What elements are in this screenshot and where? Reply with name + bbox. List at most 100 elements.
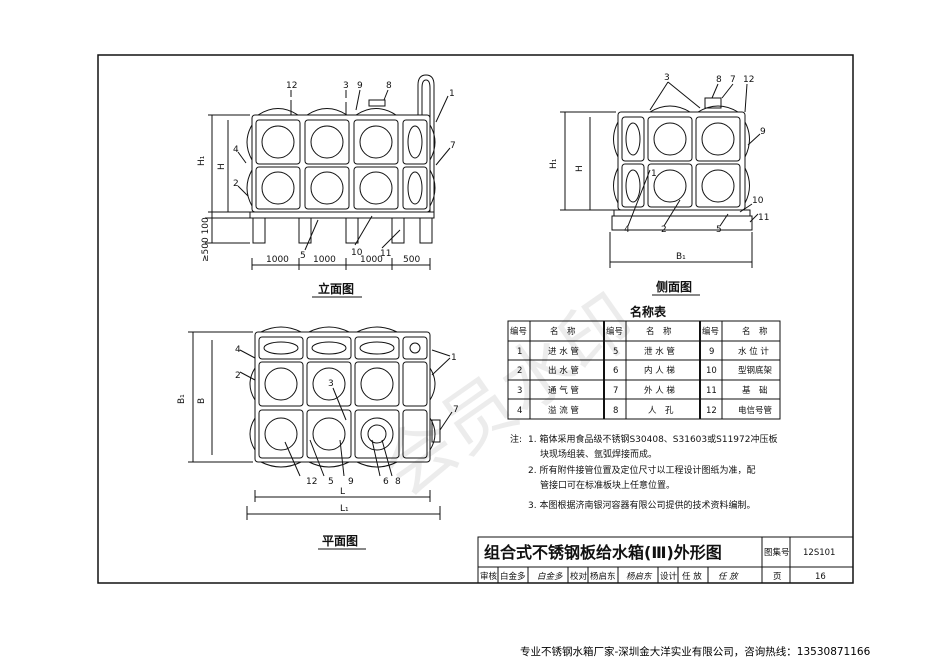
page-label: 页 [773, 572, 782, 582]
plan-callouts: 4 2 1 3 7 12 5 9 6 8 B₁ B L L₁ 平面图 [177, 345, 459, 550]
plan-callout-2: 2 [235, 371, 241, 381]
callout-11: 11 [380, 249, 391, 259]
dim-1000-a: 1000 [266, 255, 289, 265]
callout-7: 7 [450, 141, 456, 151]
plan-dim-l: L [340, 487, 345, 497]
dim-1000-b: 1000 [313, 255, 336, 265]
side-callout-10: 10 [752, 196, 764, 206]
callout-5: 5 [300, 251, 306, 261]
side-callout-5: 5 [716, 225, 722, 235]
plan-callout-5: 5 [328, 477, 334, 487]
cell: 内 人 梯 [644, 365, 675, 376]
th-no-3: 编号 [702, 326, 719, 337]
cell: 9 [709, 347, 714, 357]
cell: 11 [706, 386, 717, 396]
side-view [560, 81, 761, 268]
th-no-1: 编号 [510, 326, 527, 337]
side-callouts: 3 8 7 12 9 1 4 2 5 10 11 H₁ H B₁ 侧面图 [549, 73, 769, 296]
reviewer-signature: 白金多 [537, 571, 563, 582]
table-row: 1 进 水 管 5 泄 水 管 9 水 位 计 [517, 346, 769, 357]
callout-3: 3 [343, 81, 349, 91]
side-callout-8: 8 [716, 75, 722, 85]
cell: 出 水 管 [548, 365, 579, 376]
cell: 5 [613, 347, 618, 357]
table-row: 2 出 水 管 6 内 人 梯 10 型钢底架 [517, 365, 773, 376]
note-line: 1. 箱体采用食品级不锈钢S30408、S31603或S11972冲压板 [528, 433, 777, 445]
cell: 2 [517, 366, 522, 376]
name-table-title: 名称表 [630, 304, 667, 319]
notes-prefix: 注: [510, 433, 522, 445]
th-name-2: 名 称 [646, 326, 672, 337]
title-block-text: 组合式不锈钢板给水箱(Ⅲ)外形图 图集号 12S101 审核 白金多 白金多 校… [480, 543, 835, 582]
side-callout-1: 1 [651, 169, 657, 179]
plan-callout-7: 7 [453, 405, 459, 415]
cell: 7 [613, 386, 618, 396]
callout-4: 4 [233, 145, 239, 155]
cell: 电信号管 [738, 405, 772, 416]
side-callout-12: 12 [743, 75, 754, 85]
drawing-title: 组合式不锈钢板给水箱(Ⅲ)外形图 [484, 543, 722, 562]
plan-view [188, 326, 453, 520]
side-dim-h: H [575, 165, 585, 172]
plan-dim-b: B [197, 398, 207, 404]
checker-name: 杨启东 [590, 571, 616, 582]
side-callout-7: 7 [730, 75, 736, 85]
side-callout-4: 4 [624, 225, 630, 235]
cell: 基 础 [742, 385, 768, 396]
side-callout-11: 11 [758, 213, 769, 223]
plan-callout-6: 6 [383, 477, 389, 487]
th-name-1: 名 称 [550, 326, 576, 337]
note-line: 2. 所有附件接管位置及定位尺寸以工程设计图纸为准，配 [528, 464, 755, 476]
cell: 溢 流 管 [548, 405, 579, 416]
cell: 型钢底架 [738, 365, 773, 376]
cell: 水 位 计 [738, 346, 769, 357]
title-block [477, 536, 854, 584]
drawing-border [97, 54, 854, 584]
elevation-title: 立面图 [318, 281, 354, 296]
footer-contact: 专业不锈钢水箱厂家-深圳金大洋实业有限公司，咨询热线：13530871166 [520, 646, 871, 658]
side-callout-9: 9 [760, 127, 766, 137]
page-number: 16 [815, 572, 826, 582]
callout-12: 12 [286, 81, 297, 91]
cell: 通 气 管 [548, 385, 579, 396]
watermark: 会员水印 [366, 278, 650, 512]
callout-8: 8 [386, 81, 392, 91]
cell: 8 [613, 406, 618, 416]
note-line: 块现场组装、氩弧焊接而成。 [540, 448, 657, 460]
name-table-header: 编号 名 称 编号 名 称 编号 名 称 [510, 326, 768, 337]
design-label: 设计 [660, 571, 678, 582]
cell: 泄 水 管 [644, 346, 675, 357]
elevation-view [205, 74, 451, 270]
plan-title: 平面图 [322, 534, 358, 548]
dim-base: ≥500 100 [201, 217, 211, 262]
cell: 进 水 管 [548, 346, 579, 357]
plan-callout-9: 9 [348, 477, 354, 487]
plan-callout-3: 3 [328, 379, 334, 389]
reviewer-name: 白金多 [500, 571, 526, 582]
plan-dim-b1: B₁ [177, 394, 187, 404]
designer-signature: 任 放 [718, 571, 739, 582]
elevation-callouts: 12 3 9 8 1 4 2 7 5 10 11 1000 1000 1000 … [197, 81, 456, 298]
check-label: 校对 [570, 571, 588, 582]
dim-1000-c: 1000 [360, 255, 383, 265]
cell: 4 [517, 406, 522, 416]
checker-signature: 杨启东 [626, 571, 653, 582]
cell: 人 孔 [648, 406, 674, 416]
callout-9: 9 [357, 81, 363, 91]
th-name-3: 名 称 [742, 326, 768, 337]
cell: 10 [706, 366, 717, 376]
table-row: 4 溢 流 管 8 人 孔 12 电信号管 [517, 405, 772, 416]
side-title: 侧面图 [656, 279, 692, 294]
cell: 3 [517, 386, 522, 396]
side-callout-3: 3 [664, 73, 670, 83]
callout-1: 1 [449, 89, 455, 99]
plan-dim-l1: L₁ [340, 504, 349, 514]
callout-10: 10 [351, 248, 363, 258]
dim-h1: H₁ [197, 155, 207, 166]
review-label: 审核 [480, 571, 498, 582]
cell: 12 [706, 406, 717, 416]
name-table: 名称表 编号 名 称 编号 名 称 编号 名 称 1 进 水 管 5 泄 水 管 [507, 304, 781, 420]
side-dim-b1: B₁ [676, 252, 686, 262]
atlas-label: 图集号 [764, 547, 790, 558]
